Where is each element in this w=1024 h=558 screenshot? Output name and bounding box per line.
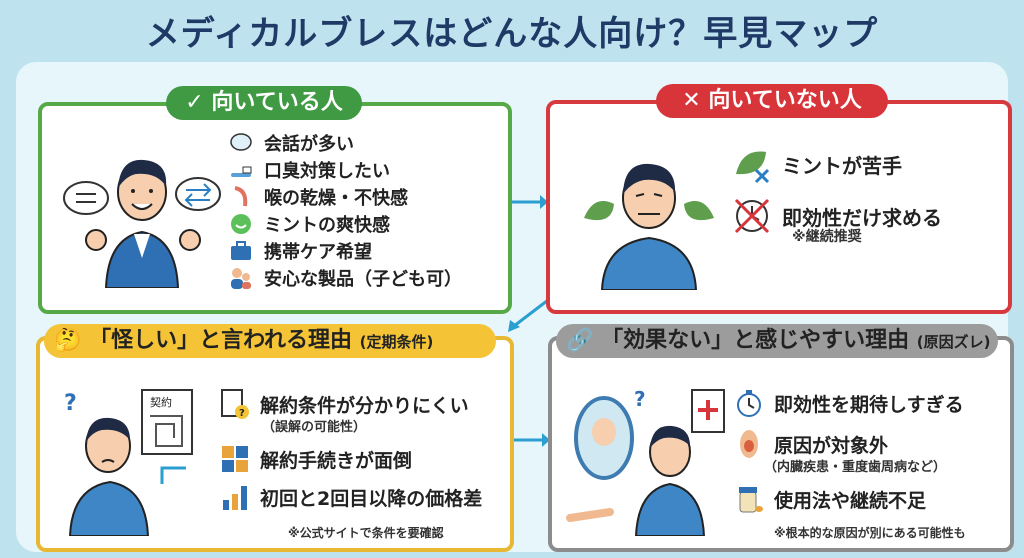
suspicious-header: 🤔 「怪しい」と言われる理由 (定期条件): [44, 324, 496, 358]
unsuitable-panel: ミントが苦手 即効性だけ求める ※継続推奨: [546, 100, 1012, 314]
mint-leaf-cross-icon: [732, 144, 772, 184]
confused-man-with-contract-illustration: ? 契約: [64, 389, 193, 536]
unsuitable-note: ※継続推奨: [792, 229, 862, 245]
pill-bottle-icon: [734, 484, 764, 514]
puzzle-icon: [220, 444, 250, 474]
internal-organs-icon: [734, 428, 764, 460]
reason-usage-insufficient: 使用法や継続不足: [734, 484, 926, 514]
suitcase-icon: [228, 238, 254, 264]
reason-out-of-scope-sub: （内臓疾患・重度歯周病など）: [764, 460, 947, 475]
crossed-clock-icon: [732, 196, 772, 236]
suitable-panel: 会話が多い 口臭対策したい 喉の乾燥・不快感 ミントの爽快感 携帯ケア希望 安心…: [38, 102, 512, 314]
suitable-item-breath-care: 口臭対策したい: [228, 157, 390, 183]
reason-price-difference: 初回と2回目以降の価格差: [220, 482, 482, 512]
unsuitable-header: ✕ 向いていない人: [656, 84, 888, 118]
svg-text:?: ?: [64, 391, 77, 416]
reason-cancel-terms-sub: （誤解の可能性）: [262, 420, 367, 435]
cross-icon: ✕: [682, 88, 701, 113]
suitable-item-portable: 携帯ケア希望: [228, 238, 372, 264]
no-effect-reasons-panel: ? 即効性を期待しすぎる 原因が対象外 （内臓疾患・重度歯周病など） 使用法や継…: [548, 336, 1014, 552]
reason-out-of-scope: 原因が対象外: [734, 428, 888, 460]
smile-face-icon: [228, 211, 254, 237]
reason-cancel-procedure: 解約手続きが面倒: [220, 444, 412, 474]
grimacing-man-illustration: [584, 163, 714, 290]
toothbrush-icon: [228, 157, 254, 183]
man-looking-in-mirror-illustration: ?: [566, 387, 725, 536]
throat-icon: [228, 184, 254, 210]
reason-expect-instant: 即効性を期待しすぎる: [734, 388, 964, 418]
contract-label: 契約: [150, 395, 172, 409]
stopwatch-icon: [734, 388, 764, 418]
broken-chain-icon: 🔗: [566, 328, 594, 353]
unsuitable-item-mint: ミントが苦手: [732, 144, 902, 184]
svg-text:?: ?: [239, 408, 245, 419]
bar-graph-icon: [220, 482, 250, 512]
suitable-header: ✓ 向いている人: [166, 86, 362, 120]
suitable-item-conversation: 会話が多い: [228, 130, 354, 156]
speech-bubble-icon: [228, 130, 254, 156]
unsuitable-item-instant: 即効性だけ求める: [732, 196, 942, 236]
thinking-face-icon: 🤔: [54, 328, 82, 353]
suitable-item-safe: 安心な製品（子ども可）: [228, 265, 462, 291]
suitable-item-throat: 喉の乾燥・不快感: [228, 184, 408, 210]
reason-cancel-terms: ? 解約条件が分かりにくい: [220, 388, 469, 420]
svg-text:?: ?: [634, 387, 646, 411]
parent-child-icon: [228, 265, 254, 291]
no-effect-note: ※根本的な原因が別にある可能性も: [774, 526, 966, 540]
suspicious-reasons-panel: ? 契約 ? 解約条件が分かりにくい （誤解の可能性） 解約手続きが面倒 初回と…: [36, 336, 514, 552]
check-icon: ✓: [185, 90, 204, 115]
suitable-item-mint: ミントの爽快感: [228, 211, 390, 237]
page-title: メディカルブレスはどんな人向け？早見マップ: [145, 14, 879, 54]
suspicious-note: ※公式サイトで条件を要確認: [288, 526, 444, 540]
document-question-icon: ?: [220, 388, 250, 420]
no-effect-header: 🔗 「効果ない」と感じやすい理由 (原因ズレ): [556, 324, 998, 358]
smiling-man-illustration: [63, 159, 221, 288]
